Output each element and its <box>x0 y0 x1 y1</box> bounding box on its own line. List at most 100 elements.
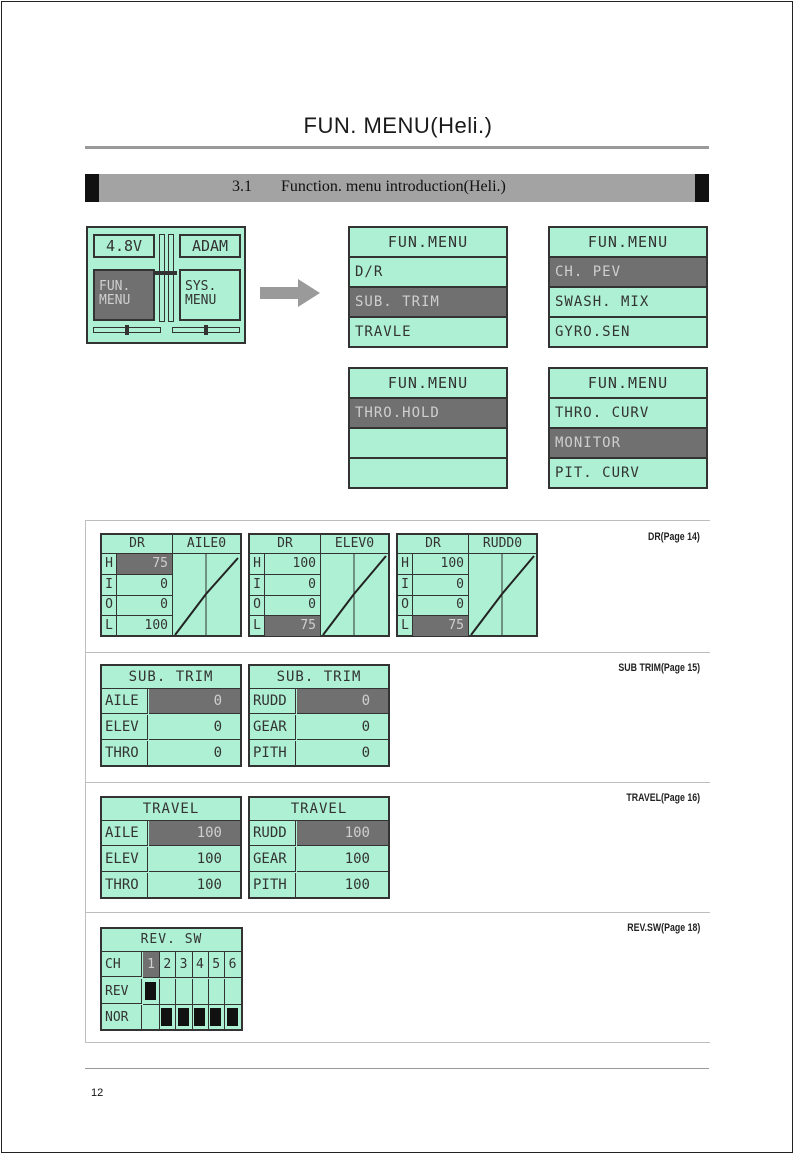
menu-item[interactable]: GYRO.SEN <box>550 316 706 346</box>
subtrim-channel: PITH <box>250 741 296 766</box>
dr-row-value[interactable]: 0 <box>265 574 321 596</box>
dr-row-key: H <box>250 554 265 575</box>
menu-item[interactable]: THRO. CURV <box>550 397 706 427</box>
menu-item[interactable]: MONITOR <box>550 427 706 457</box>
dr-label: DR <box>102 535 173 554</box>
title-rule <box>85 146 709 149</box>
section-bar-cap-right <box>695 174 709 202</box>
dr-row-key: I <box>102 574 117 596</box>
dr-row-value[interactable]: 0 <box>265 595 321 616</box>
dr-row-key: O <box>250 595 265 616</box>
dr-curve-graph <box>470 554 535 635</box>
rev-channel-number[interactable]: 4 <box>191 952 209 978</box>
travel-value[interactable]: 100 <box>149 847 240 872</box>
dr-row-value[interactable]: 75 <box>117 554 173 575</box>
subtrim-value[interactable]: 0 <box>297 689 388 714</box>
subtrim-value[interactable]: 0 <box>149 689 240 714</box>
nor-cell[interactable] <box>208 1005 226 1029</box>
menu-header: FUN.MENU <box>387 233 469 251</box>
subtrim-header: SUB. TRIM <box>250 666 388 689</box>
menu-header: FUN.MENU <box>387 374 469 392</box>
subtrim-channel: AILE <box>102 689 148 714</box>
sys-menu-button[interactable]: SYS. MENU <box>179 269 241 321</box>
fun-menu-screen-3: FUN.MENU THRO.HOLD <box>348 367 508 489</box>
dr-row-key: I <box>398 574 413 596</box>
subtrim-header: SUB. TRIM <box>102 666 240 689</box>
rev-channel-number[interactable]: 1 <box>143 952 160 978</box>
switch-state-block <box>210 1008 222 1026</box>
subtrim-value[interactable]: 0 <box>361 745 370 761</box>
dr-row-value[interactable]: 100 <box>413 554 469 575</box>
rev-cell[interactable] <box>175 979 193 1005</box>
dr-row-value[interactable]: 100 <box>117 615 173 636</box>
menu-item[interactable] <box>350 457 506 487</box>
dr-row-value[interactable]: 0 <box>413 595 469 616</box>
dr-row-value[interactable]: 100 <box>265 554 321 575</box>
home-screen: 4.8V ADAM FUN. MENU SYS. MENU <box>86 226 246 344</box>
travel-value[interactable]: 100 <box>196 877 222 893</box>
dr-row-value[interactable]: 0 <box>117 595 173 616</box>
nor-cell[interactable] <box>159 1005 177 1029</box>
trim-bar-vertical-left <box>159 234 165 322</box>
nor-cell[interactable] <box>225 1005 241 1029</box>
menu-item[interactable]: SUB. TRIM <box>350 286 506 316</box>
menu-item[interactable]: D/R <box>350 256 506 286</box>
nor-cell[interactable] <box>176 1005 193 1029</box>
menu-header: FUN.MENU <box>587 233 669 251</box>
dr-row-value[interactable]: 0 <box>117 574 173 596</box>
rev-channel-number[interactable]: 6 <box>224 952 241 978</box>
menu-item[interactable]: THRO.HOLD <box>350 397 506 427</box>
menu-item[interactable]: TRAVLE <box>350 316 506 346</box>
dr-row-value[interactable]: 0 <box>413 574 469 596</box>
dr-row-key: H <box>398 554 413 575</box>
travel-value[interactable]: 100 <box>297 821 388 846</box>
rev-channel-number[interactable]: 5 <box>208 952 226 978</box>
travel-section <box>85 782 710 913</box>
travel-header: TRAVEL <box>250 798 388 821</box>
rev-cell[interactable] <box>208 979 226 1005</box>
travel-value[interactable]: 100 <box>149 821 240 846</box>
nor-cell[interactable] <box>192 1005 209 1029</box>
dr-label: DR <box>398 535 469 554</box>
travel-channel: THRO <box>102 873 148 898</box>
subtrim-channel: ELEV <box>102 715 148 740</box>
dr-row-value[interactable]: 75 <box>413 615 469 636</box>
rev-channel-number[interactable]: 3 <box>175 952 193 978</box>
rev-cell[interactable] <box>224 979 241 1005</box>
menu-header: FUN.MENU <box>587 374 669 392</box>
travel-value[interactable]: 100 <box>297 847 388 872</box>
subtrim-value[interactable]: 0 <box>297 715 388 740</box>
dr-row-key: O <box>398 595 413 616</box>
section-number: 3.1 <box>232 178 252 195</box>
subtrim-value[interactable]: 0 <box>149 715 240 740</box>
rev-cell[interactable] <box>159 979 177 1005</box>
rev-cell[interactable] <box>143 979 160 1005</box>
travel-channel: ELEV <box>102 847 148 872</box>
dr-row-value[interactable]: 75 <box>265 615 321 636</box>
menu-item[interactable]: PIT. CURV <box>550 457 706 487</box>
rev-page-ref: REV.SW(Page 18) <box>626 922 700 934</box>
subtrim-value[interactable]: 0 <box>213 745 222 761</box>
subtrim-section <box>85 652 710 783</box>
menu-item[interactable] <box>350 427 506 457</box>
switch-state-block <box>145 982 156 1000</box>
nor-cell[interactable] <box>143 1005 160 1029</box>
travel-header: TRAVEL <box>102 798 240 821</box>
menu-item[interactable]: CH. PEV <box>550 256 706 286</box>
subtrim-channel: RUDD <box>250 689 296 714</box>
dr-row-key: O <box>102 595 117 616</box>
switch-state-block <box>193 1008 205 1026</box>
fun-menu-button[interactable]: FUN. MENU <box>93 269 155 321</box>
rev-channel-number[interactable]: 2 <box>159 952 177 978</box>
menu-item[interactable]: SWASH. MIX <box>550 286 706 316</box>
travel-value[interactable]: 100 <box>344 877 370 893</box>
dr-curve-graph <box>174 554 239 635</box>
dr-row-key: L <box>250 615 265 636</box>
trim-marker-left <box>125 325 129 335</box>
section-bar: 3.1 Function. menu introduction(Heli.) <box>85 174 709 202</box>
rev-cell[interactable] <box>191 979 209 1005</box>
